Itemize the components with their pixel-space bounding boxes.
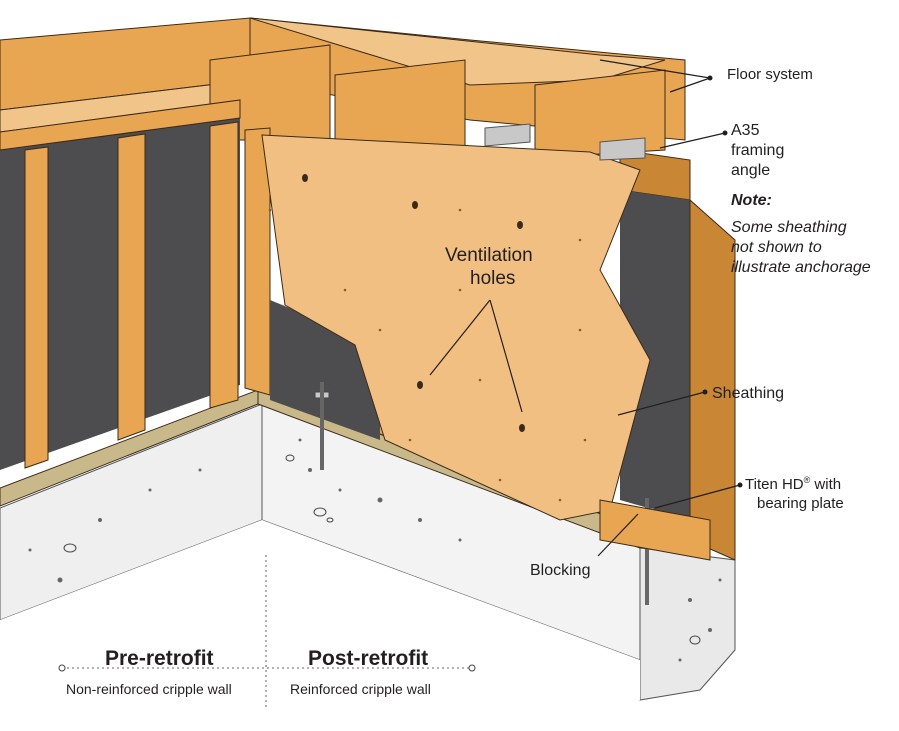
label-titen-line1: Titen HD® with [745, 475, 841, 493]
floor-system [0, 17, 691, 201]
callout-lines [429, 59, 741, 557]
label-a35-line2: framing [731, 142, 784, 159]
label-titen-line2: bearing plate [757, 495, 844, 512]
label-a35-line3: angle [731, 162, 770, 179]
legend-post-subtitle: Reinforced cripple wall [290, 681, 431, 697]
note-heading: Note: [731, 192, 772, 209]
label-ventilation-line1: Ventilation [445, 245, 533, 266]
note-line2: not shown to [731, 239, 822, 256]
legend-post-title: Post-retrofit [308, 647, 428, 670]
label-a35-line1: A35 [731, 122, 760, 139]
concrete-foundation [0, 403, 736, 701]
label-floor-system: Floor system [727, 66, 813, 83]
label-blocking: Blocking [530, 562, 590, 579]
blocking [599, 499, 711, 561]
note-line1: Some sheathing [731, 219, 847, 236]
note-line3: illustrate anchorage [731, 259, 871, 276]
legend-pre-title: Pre-retrofit [105, 647, 214, 670]
label-ventilation-line2: holes [470, 268, 515, 289]
pre-retrofit-wall [0, 99, 241, 470]
label-sheathing: Sheathing [712, 385, 784, 402]
legend: Pre-retrofit Non-reinforced cripple wall… [58, 555, 476, 710]
post-retrofit-wall-back [244, 127, 736, 561]
a35-framing-angles [484, 123, 646, 161]
callout-dots [702, 75, 743, 488]
legend-pre-subtitle: Non-reinforced cripple wall [66, 681, 232, 697]
